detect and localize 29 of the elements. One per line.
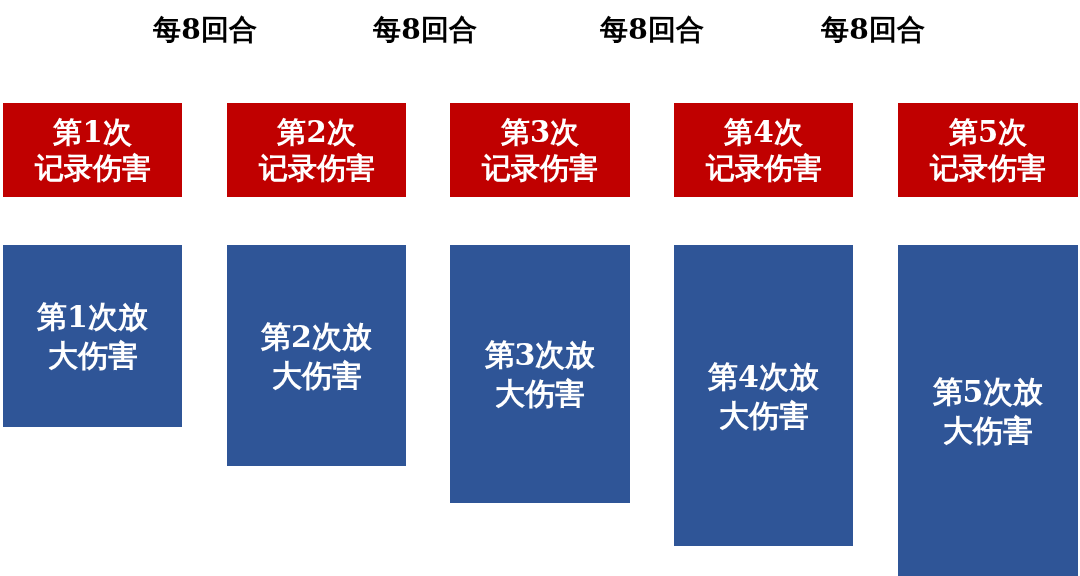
box-text: 记录伤害 [482,150,598,187]
box-text: 第4次 [724,113,803,150]
record-damage-box [3,103,182,197]
box-text: 第4次放大伤害 [707,357,820,435]
box-text: 记录伤害 [930,150,1046,187]
box-text: 第3次 [500,113,580,150]
box-text: 第2次放大伤害 [260,317,373,395]
box-text: 记录伤害 [705,150,822,187]
box-text: 第5次放大伤害 [931,372,1045,450]
box-text: 第1次放大伤害 [36,298,149,375]
box-text: 记录伤害 [258,150,375,187]
box-text: 第1次 [53,113,132,150]
record-damage-box [227,103,406,197]
record-damage-box [898,103,1078,197]
interval-label: 每8回合 [821,12,925,48]
amplify-damage-box [450,245,630,503]
box-text: 第3次放大伤害 [483,336,597,413]
amplify-damage-box [227,245,406,466]
box-text: 第5次 [948,113,1028,150]
box-text: 第2次 [277,113,356,150]
interval-label: 每8回合 [153,12,257,48]
interval-label: 每8回合 [373,12,477,48]
box-text: 记录伤害 [34,150,151,187]
record-damage-box [674,103,853,197]
amplify-damage-box [898,245,1078,576]
amplify-damage-box [674,245,853,546]
amplify-damage-box [3,245,182,427]
interval-label: 每8回合 [600,12,704,48]
record-damage-box [450,103,630,197]
